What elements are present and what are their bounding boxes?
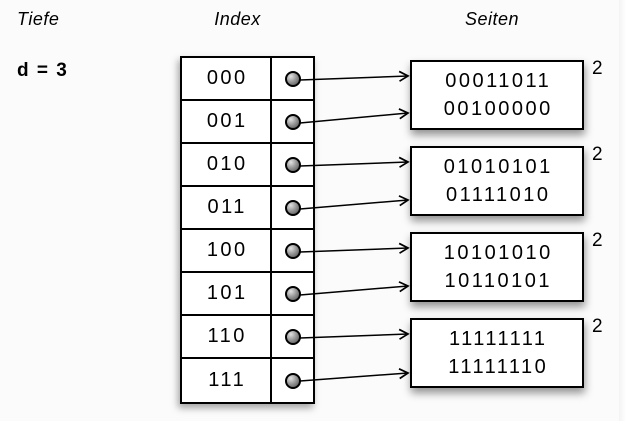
pointer-cell xyxy=(272,230,313,271)
index-heading: Index xyxy=(214,9,261,29)
local-depth-label: 2 xyxy=(592,316,603,337)
pointer-cell xyxy=(272,359,313,402)
pointer-dot-icon xyxy=(284,242,301,259)
page-box: 10101010 10110101 xyxy=(410,232,584,302)
page-box: 11111111 11111110 xyxy=(410,318,584,388)
index-row: 001 xyxy=(182,101,313,144)
local-depth-label: 2 xyxy=(592,230,603,251)
index-row: 111 xyxy=(182,359,313,402)
index-cell: 111 xyxy=(182,359,272,402)
index-cell: 101 xyxy=(182,273,272,314)
local-depth-label: 2 xyxy=(592,58,603,79)
local-depth-label: 2 xyxy=(592,144,603,165)
page-entry: 11111111 xyxy=(448,328,548,350)
depth-value: d = 3 xyxy=(17,60,69,81)
index-row: 000 xyxy=(182,58,313,101)
page-entry: 00011011 xyxy=(445,70,552,92)
pointer-dot-icon xyxy=(284,156,301,173)
pointer-cell xyxy=(272,273,313,314)
pointer-dot-icon xyxy=(284,285,301,302)
pointer-cell xyxy=(272,101,313,142)
pointer-cell xyxy=(272,58,313,99)
index-table: 000 001 010 011 100 101 110 111 xyxy=(180,56,315,404)
index-row: 100 xyxy=(182,230,313,273)
pointer-dot-icon xyxy=(284,328,301,345)
page-entry: 10101010 xyxy=(443,242,553,264)
pointer-cell xyxy=(272,144,313,185)
index-cell: 001 xyxy=(182,101,272,142)
index-row: 110 xyxy=(182,316,313,359)
page-box: 00011011 00100000 xyxy=(410,60,584,130)
page-edge-strip xyxy=(619,0,629,421)
pointer-dot-icon xyxy=(284,199,301,216)
index-row: 011 xyxy=(182,187,313,230)
pointer-dot-icon xyxy=(284,113,301,130)
page-entry: 01111010 xyxy=(445,184,551,206)
pointer-cell xyxy=(272,187,313,228)
index-cell: 010 xyxy=(182,144,272,185)
depth-heading: Tiefe xyxy=(17,9,60,29)
index-cell: 100 xyxy=(182,230,272,271)
page-box: 01010101 01111010 xyxy=(410,146,584,216)
page-entry: 11111110 xyxy=(448,356,549,378)
pointer-cell xyxy=(272,316,313,357)
index-row: 010 xyxy=(182,144,313,187)
pointer-dot-icon xyxy=(284,372,301,389)
page-entry: 01010101 xyxy=(443,156,553,178)
index-cell: 110 xyxy=(182,316,272,357)
pointer-dot-icon xyxy=(284,70,301,87)
index-cell: 000 xyxy=(182,58,272,99)
page-entry: 00100000 xyxy=(443,98,553,120)
pages-heading: Seiten xyxy=(464,9,520,29)
index-row: 101 xyxy=(182,273,313,316)
page-entry: 10110101 xyxy=(444,270,552,292)
index-cell: 011 xyxy=(182,187,272,228)
